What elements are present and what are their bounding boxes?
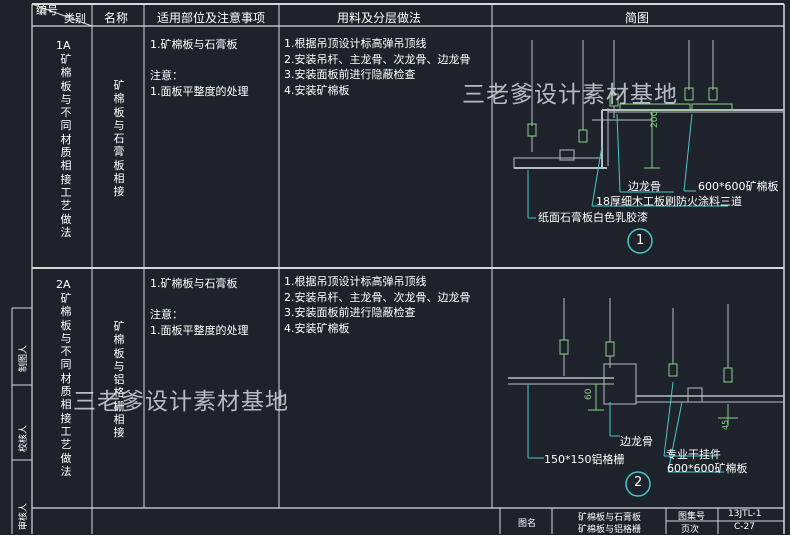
row1-scope-line: 1.矿棉板与石膏板: [150, 38, 238, 51]
row2-material-line: 2.安装吊杆、主龙骨、次龙骨、边龙骨: [284, 290, 471, 304]
title-block-name-line2: 矿棉板与铝格栅: [578, 525, 642, 535]
detail-drawing-1: [513, 40, 784, 254]
title-block-atlas-value: 13JTL-1: [728, 509, 762, 519]
title-block-page-label: 页次: [681, 525, 700, 535]
row1-scope-line: [150, 53, 249, 69]
row2-material-line: 3.安装面板前进行隐蔽检查: [284, 306, 416, 319]
row1-name: 矿棉板与石膏板相接: [113, 79, 125, 199]
row1-materials: 1.根据吊顶设计标高弹吊顶线 2.安装吊杆、主龙骨、次龙骨、边龙骨 3.安装面板前进…: [284, 36, 471, 98]
header-scope: 适用部位及注意事项: [157, 11, 266, 25]
header-category-label: 类别: [64, 12, 86, 25]
header-materials: 用料及分层做法: [337, 11, 422, 25]
row1-category: 矿棉板与不同材质相接工艺做法: [60, 53, 72, 239]
row2-material-line: 1.根据吊顶设计标高弹吊顶线: [284, 275, 427, 288]
row2-materials: 1.根据吊顶设计标高弹吊顶线 2.安装吊杆、主龙骨、次龙骨、边龙骨 3.安装面板前进…: [284, 274, 471, 336]
side-label-checker: 校核人: [19, 424, 29, 452]
row1-material-line: 4.安装矿棉板: [284, 83, 350, 97]
dimension-1: [644, 111, 660, 169]
leaders-2: [527, 381, 724, 497]
row2-scope-line: 注意：: [150, 308, 183, 321]
row1-scope-line: 1.面板平整度的处理: [150, 84, 249, 98]
title-block-name-label: 图名: [518, 519, 537, 529]
title-block-name-line1: 矿棉板与石膏板: [578, 513, 642, 523]
row1-material-line: 2.安装吊杆、主龙骨、次龙骨、边龙骨: [284, 52, 471, 66]
fig1-label-plywood: 18厚细木工板刷防火涂料三道: [596, 195, 742, 208]
header-number-label: 编号: [36, 4, 58, 17]
leaders-1: [527, 113, 728, 254]
row1-scope: 1.矿棉板与石膏板 注意： 1.面板平整度的处理: [150, 37, 249, 99]
side-label-reviewer: 审核人: [19, 502, 29, 530]
dimension-2: [588, 383, 738, 426]
fig2-number: 2: [634, 475, 643, 490]
hanger-rods-1: [527, 40, 718, 152]
detail-drawing-2: [508, 298, 784, 497]
row1-material-line: 1.根据吊顶设计标高弹吊顶线: [284, 37, 427, 50]
header-name: 名称: [104, 11, 129, 25]
side-label-drafter: 制图人: [19, 344, 29, 372]
row1-material-line: 3.安装面板前进行隐蔽检查: [284, 68, 416, 81]
grille-and-board-2: [508, 363, 784, 405]
fig1-dimension: 200: [650, 110, 660, 128]
title-block-page-value: C-27: [734, 522, 755, 532]
watermark-top: 三老爹设计素材基地: [462, 82, 678, 108]
row2-name: 矿棉板与铝格栅相接: [113, 320, 125, 440]
header-sketch: 简图: [625, 11, 650, 25]
fig1-number: 1: [636, 233, 645, 248]
row2-scope-line: [150, 292, 249, 308]
row2-material-line: 4.安装矿棉板: [284, 321, 350, 335]
fig2-small-dimension: 45: [721, 419, 730, 430]
fig1-label-gypsum: 纸面石膏板白色乳胶漆: [538, 211, 648, 224]
gypsum-drop-1: [513, 103, 784, 169]
row1-code: 1A: [56, 39, 71, 52]
row2-code: 2A: [56, 278, 71, 291]
fig2-label-hanger: 专业干挂件: [666, 448, 721, 461]
fig2-label-mineral-board: 600*600矿棉板: [667, 462, 748, 475]
row2-category: 矿棉板与不同材质相接工艺做法: [60, 292, 72, 478]
row2-scope: 1.矿棉板与石膏板 注意： 1.面板平整度的处理: [150, 276, 249, 338]
row2-scope-line: 1.面板平整度的处理: [150, 323, 249, 337]
hanger-rods-2: [559, 298, 733, 383]
title-block-atlas-label: 图集号: [678, 512, 706, 522]
fig2-label-edge-keel: 边龙骨: [620, 435, 653, 448]
fig2-label-grille: 150*150铝格栅: [544, 453, 625, 466]
row1-scope-line: 注意：: [150, 69, 183, 82]
watermark-bottom: 三老爹设计素材基地: [73, 389, 289, 415]
fig1-label-mineral-board: 600*600矿棉板: [698, 180, 779, 193]
fig1-label-edge-keel: 边龙骨: [628, 180, 661, 193]
fig2-dimension: 60: [584, 388, 594, 400]
row2-scope-line: 1.矿棉板与石膏板: [150, 277, 238, 290]
